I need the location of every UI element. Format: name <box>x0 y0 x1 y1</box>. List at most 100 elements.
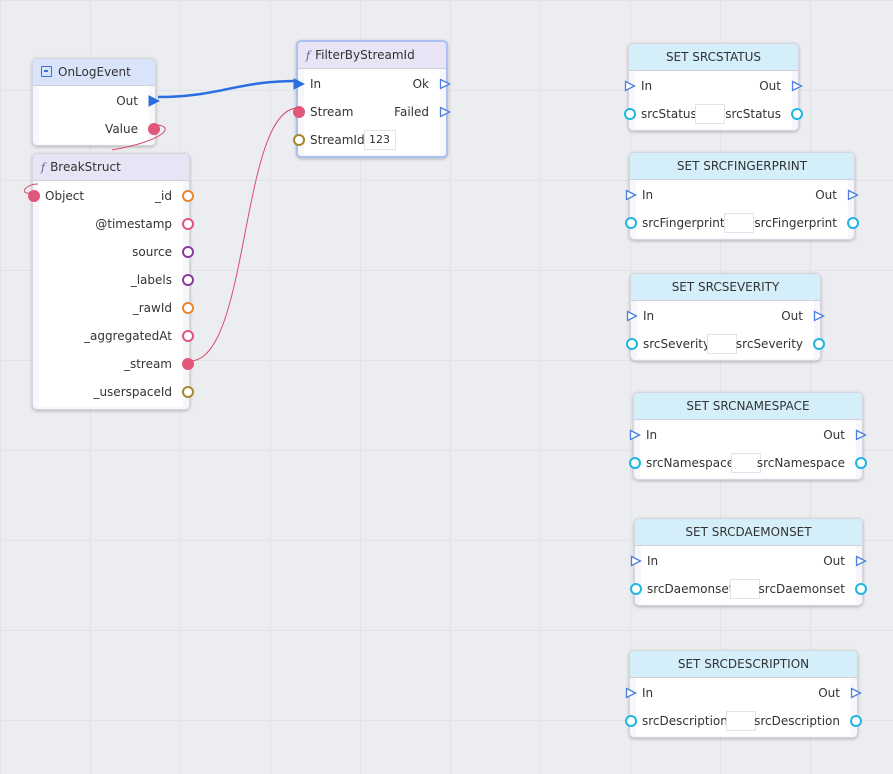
timestamp-out-pin-icon[interactable] <box>182 218 194 230</box>
field-out-pin-icon[interactable] <box>813 338 825 350</box>
pin-label-timestamp: @timestamp <box>95 217 172 231</box>
pin-row-field: srcNamespace srcNamespace <box>629 449 867 477</box>
pin-row-in-out: In Out <box>625 679 862 707</box>
node-set-srcseverity[interactable]: SET SRCSEVERITY In Out srcSeverity srcSe… <box>626 273 825 361</box>
field-value-input[interactable] <box>724 213 754 233</box>
source-out-pin-icon[interactable] <box>182 246 194 258</box>
field-out-pin-icon[interactable] <box>855 583 867 595</box>
node-set-srcdaemonset[interactable]: SET SRCDAEMONSET In Out srcDaemonset src… <box>630 518 867 606</box>
node-set-header[interactable]: SET SRCNAMESPACE <box>634 393 862 420</box>
node-title: FilterByStreamId <box>315 48 415 62</box>
exec-in-pin-icon[interactable] <box>625 189 637 201</box>
pin-row-field: srcDaemonset srcDaemonset <box>630 575 867 603</box>
field-out-pin-icon[interactable] <box>850 715 862 727</box>
function-f-icon: f <box>306 49 311 62</box>
labels-out-pin-icon[interactable] <box>182 274 194 286</box>
node-body: In Out srcNamespace srcNamespace <box>629 420 867 478</box>
pin-label-stream: Stream <box>310 105 354 119</box>
pin-row-stream: _stream <box>39 350 194 378</box>
field-value-input[interactable] <box>726 711 756 731</box>
field-in-pin-icon[interactable] <box>625 715 637 727</box>
node-onlogevent[interactable]: OnLogEvent Out Value <box>32 58 160 146</box>
node-filterbystreamid[interactable]: f FilterByStreamId In Ok Stream Failed St… <box>293 40 451 158</box>
exec-out-pin-icon[interactable] <box>791 80 803 92</box>
pin-row-in-out: In Out <box>624 72 803 100</box>
field-value-input[interactable] <box>731 453 761 473</box>
exec-ok-pin-icon[interactable] <box>439 78 451 90</box>
event-entry-icon <box>41 66 52 77</box>
exec-out-pin-icon[interactable] <box>855 429 867 441</box>
exec-out-pin-icon[interactable] <box>148 95 160 107</box>
userspaceid-out-pin-icon[interactable] <box>182 386 194 398</box>
node-body: In Out srcDaemonset srcDaemonset <box>630 546 867 604</box>
pin-row-streamid: StreamId 123 <box>293 126 440 154</box>
exec-in-pin-icon[interactable] <box>626 310 638 322</box>
rawid-out-pin-icon[interactable] <box>182 302 194 314</box>
node-title: SET SRCDESCRIPTION <box>677 657 810 671</box>
pin-label-in: In <box>646 428 658 442</box>
exec-in-pin-icon[interactable] <box>293 78 305 90</box>
field-in-pin-icon[interactable] <box>630 583 642 595</box>
pin-row-in: In Ok <box>293 70 451 98</box>
pin-label-ok: Ok <box>412 77 429 91</box>
node-set-srcnamespace[interactable]: SET SRCNAMESPACE In Out srcNamespace src… <box>629 392 867 480</box>
field-out-pin-icon[interactable] <box>847 217 859 229</box>
field-in-pin-icon[interactable] <box>624 108 636 120</box>
node-body: In Out srcStatus srcStatus <box>624 71 803 129</box>
exec-failed-pin-icon[interactable] <box>439 106 451 118</box>
node-set-header[interactable]: SET SRCDAEMONSET <box>635 519 862 546</box>
id-out-pin-icon[interactable] <box>182 190 194 202</box>
stream-out-pin-icon[interactable] <box>182 358 194 370</box>
field-in-pin-icon[interactable] <box>625 217 637 229</box>
node-set-header[interactable]: SET SRCSEVERITY <box>631 274 820 301</box>
exec-in-pin-icon[interactable] <box>624 80 636 92</box>
node-set-srcdescription[interactable]: SET SRCDESCRIPTION In Out srcDescription… <box>625 650 862 738</box>
exec-out-pin-icon[interactable] <box>847 189 859 201</box>
field-value-input[interactable] <box>707 334 737 354</box>
pin-label-field-out: srcDescription <box>754 714 840 728</box>
node-set-header[interactable]: SET SRCDESCRIPTION <box>630 651 857 678</box>
field-in-pin-icon[interactable] <box>629 457 641 469</box>
exec-in-pin-icon[interactable] <box>630 555 642 567</box>
pin-row-stream: Stream Failed <box>293 98 451 126</box>
pin-label-in: In <box>310 77 322 91</box>
pin-label-stream: _stream <box>123 357 172 371</box>
wire-onlogevent-out-to-filter-in[interactable] <box>157 79 299 99</box>
node-body: In Out srcDescription srcDescription <box>625 678 862 736</box>
streamid-input[interactable]: 123 <box>364 130 396 150</box>
pin-row-userspaceid: _userspaceId <box>39 378 194 406</box>
pin-label-rawid: _rawId <box>132 301 172 315</box>
node-filterbystreamid-header[interactable]: f FilterByStreamId <box>298 42 446 69</box>
pin-label-field-in: srcSeverity <box>643 337 711 351</box>
field-value-input[interactable] <box>695 104 725 124</box>
value-out-pin-icon[interactable] <box>148 123 160 135</box>
node-body: Out Value <box>39 86 160 144</box>
pin-row-field: srcSeverity srcSeverity <box>626 330 825 358</box>
node-title: SET SRCSEVERITY <box>671 280 780 294</box>
node-set-srcfingerprint[interactable]: SET SRCFINGERPRINT In Out srcFingerprint… <box>625 152 859 240</box>
streamid-in-pin-icon[interactable] <box>293 134 305 146</box>
aggregatedat-out-pin-icon[interactable] <box>182 330 194 342</box>
pin-label-out: Out <box>759 79 781 93</box>
node-onlogevent-header[interactable]: OnLogEvent <box>33 59 155 86</box>
node-set-srcstatus[interactable]: SET SRCSTATUS In Out srcStatus srcStatus <box>624 43 803 131</box>
exec-in-pin-icon[interactable] <box>625 687 637 699</box>
node-set-header[interactable]: SET SRCFINGERPRINT <box>630 153 854 180</box>
node-body: Object _id @timestamp source _labels _ra… <box>28 181 194 407</box>
field-out-pin-icon[interactable] <box>855 457 867 469</box>
field-in-pin-icon[interactable] <box>626 338 638 350</box>
node-title: SET SRCFINGERPRINT <box>676 159 808 173</box>
node-set-header[interactable]: SET SRCSTATUS <box>629 44 798 71</box>
wire-stream-to-filter-stream[interactable] <box>189 107 299 362</box>
exec-in-pin-icon[interactable] <box>629 429 641 441</box>
object-in-pin-icon[interactable] <box>28 190 40 202</box>
field-value-input[interactable] <box>730 579 760 599</box>
exec-out-pin-icon[interactable] <box>813 310 825 322</box>
function-f-icon: f <box>41 161 46 174</box>
field-out-pin-icon[interactable] <box>791 108 803 120</box>
exec-out-pin-icon[interactable] <box>855 555 867 567</box>
exec-out-pin-icon[interactable] <box>850 687 862 699</box>
stream-in-pin-icon[interactable] <box>293 106 305 118</box>
